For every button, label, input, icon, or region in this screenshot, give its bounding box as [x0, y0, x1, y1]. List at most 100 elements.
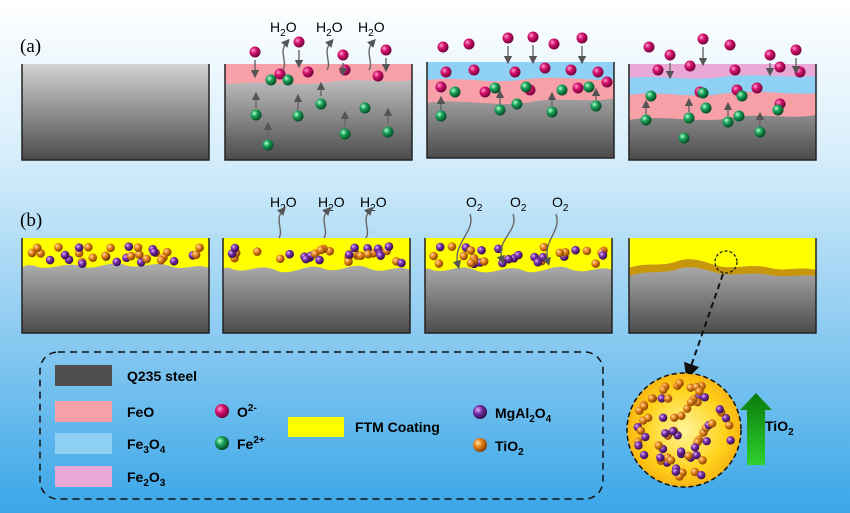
magnify-circle — [714, 250, 738, 274]
tio2-particle — [466, 246, 476, 255]
legend-label-o2minus: O2- — [237, 403, 257, 420]
h2o-label: H2O — [270, 19, 297, 39]
fe2plus-ion — [489, 82, 501, 94]
mgal2o4-particle — [169, 256, 179, 266]
mgal2o4-particle — [60, 250, 70, 260]
tio2-particle — [344, 250, 354, 259]
o2minus-ion — [790, 44, 802, 56]
tio2-particle — [27, 248, 37, 258]
legend-fe2plus-ball — [215, 436, 229, 450]
legend-mgal2o4-ball — [473, 405, 487, 419]
release-arrow — [325, 38, 334, 71]
tio2-particle — [663, 394, 673, 403]
tio2-particle — [598, 251, 608, 260]
tio2-particle — [582, 246, 592, 256]
tio2-particle — [677, 411, 686, 420]
fe2plus-ion — [265, 74, 277, 86]
tio2-enriched-layer — [629, 259, 816, 277]
mgal2o4-particle — [106, 243, 115, 253]
mgal2o4-particle — [658, 413, 668, 422]
o2minus-ion — [509, 66, 521, 78]
tio2-particle — [149, 247, 159, 257]
mgal2o4-particle — [661, 429, 670, 438]
tio2-particle — [654, 441, 663, 450]
mgal2o4-particle — [435, 242, 445, 252]
legend-label-feo: FeO — [127, 404, 154, 420]
tio2-particle — [643, 413, 653, 422]
o2minus-ion — [339, 64, 351, 76]
fe2plus-ion — [722, 116, 734, 128]
o2minus-ion — [372, 70, 384, 82]
release-arrow — [322, 206, 331, 239]
o2minus-ion — [293, 36, 305, 48]
tio2-particle — [459, 251, 468, 261]
h2o-label: H2O — [360, 194, 387, 214]
svg-text:H2O: H2O — [270, 19, 297, 39]
panel-a3-fe3o4-layer — [426, 62, 615, 159]
tio2-particle — [285, 249, 294, 259]
o2minus-ion — [684, 60, 696, 72]
mgal2o4-particle — [697, 470, 706, 480]
legend: Q235 steel FeO Fe3O4 Fe2O3 O2- Fe2+ FTM … — [39, 351, 604, 500]
tio2-particle — [316, 245, 326, 255]
tio2-particle — [84, 242, 93, 252]
mgal2o4-particle — [692, 450, 701, 460]
h2o-label: H2O — [318, 194, 345, 214]
tio2-particle — [670, 413, 679, 422]
legend-swatch-ftm — [288, 417, 344, 437]
svg-text:H2O: H2O — [358, 19, 385, 39]
oxygen-arrow — [452, 213, 472, 270]
fe2plus-ion — [250, 109, 262, 121]
release-arrow — [367, 38, 376, 71]
svg-text:O2: O2 — [552, 194, 569, 214]
o2minus-ion — [274, 68, 286, 80]
fe2plus-ion — [697, 87, 709, 99]
release-arrow — [277, 206, 286, 239]
mgal2o4-particle — [668, 427, 678, 436]
fe2plus-ion — [262, 139, 274, 151]
feo-layer — [629, 91, 816, 120]
fe2plus-ion — [282, 74, 294, 86]
mgal2o4-particle — [344, 257, 353, 266]
fe2plus-ion — [435, 110, 447, 122]
tio2-particle — [376, 251, 385, 260]
fe2plus-ion — [640, 114, 652, 126]
mgal2o4-particle — [571, 245, 580, 255]
fe2plus-ion — [339, 128, 351, 140]
o2minus-ion — [565, 64, 577, 76]
o2minus-ion — [774, 61, 786, 73]
o2minus-ion — [664, 49, 676, 61]
tio2-particle — [659, 385, 668, 395]
release-arrow — [364, 206, 373, 239]
mgal2o4-particle — [477, 245, 486, 255]
legend-swatch-fe3o4 — [55, 433, 112, 454]
o2minus-ion — [601, 76, 613, 88]
mgal2o4-particle — [45, 255, 55, 265]
mgal2o4-particle — [639, 450, 649, 460]
o2-label: O2 — [510, 194, 527, 214]
mgal2o4-particle — [634, 441, 643, 450]
tio2-particle — [133, 243, 143, 252]
panel-a4-fe2o3-layer — [628, 64, 817, 161]
tio2-particle — [195, 243, 204, 253]
o2minus-ion — [572, 82, 584, 94]
fe2plus-ion — [494, 104, 506, 116]
mgal2o4-particle — [676, 447, 686, 456]
mgal2o4-particle — [230, 243, 240, 253]
o2minus-ion — [502, 32, 514, 44]
fe2plus-ion — [382, 126, 394, 138]
legend-label-ftm: FTM Coating — [355, 419, 440, 435]
legend-label-fe2plus: Fe2+ — [237, 435, 265, 452]
mgal2o4-particle — [514, 250, 523, 260]
mgal2o4-particle — [301, 254, 311, 264]
mgal2o4-particle — [134, 250, 144, 259]
tio2-particle — [698, 456, 707, 465]
inset-tio2-label: TiO2 — [765, 418, 794, 438]
fe3o4-layer — [427, 62, 614, 82]
tio2-particle — [434, 259, 444, 268]
tio2-particle — [684, 451, 693, 461]
mgal2o4-particle — [555, 248, 565, 258]
h2o-label: H2O — [358, 19, 385, 39]
h2o-label: H2O — [316, 19, 343, 39]
